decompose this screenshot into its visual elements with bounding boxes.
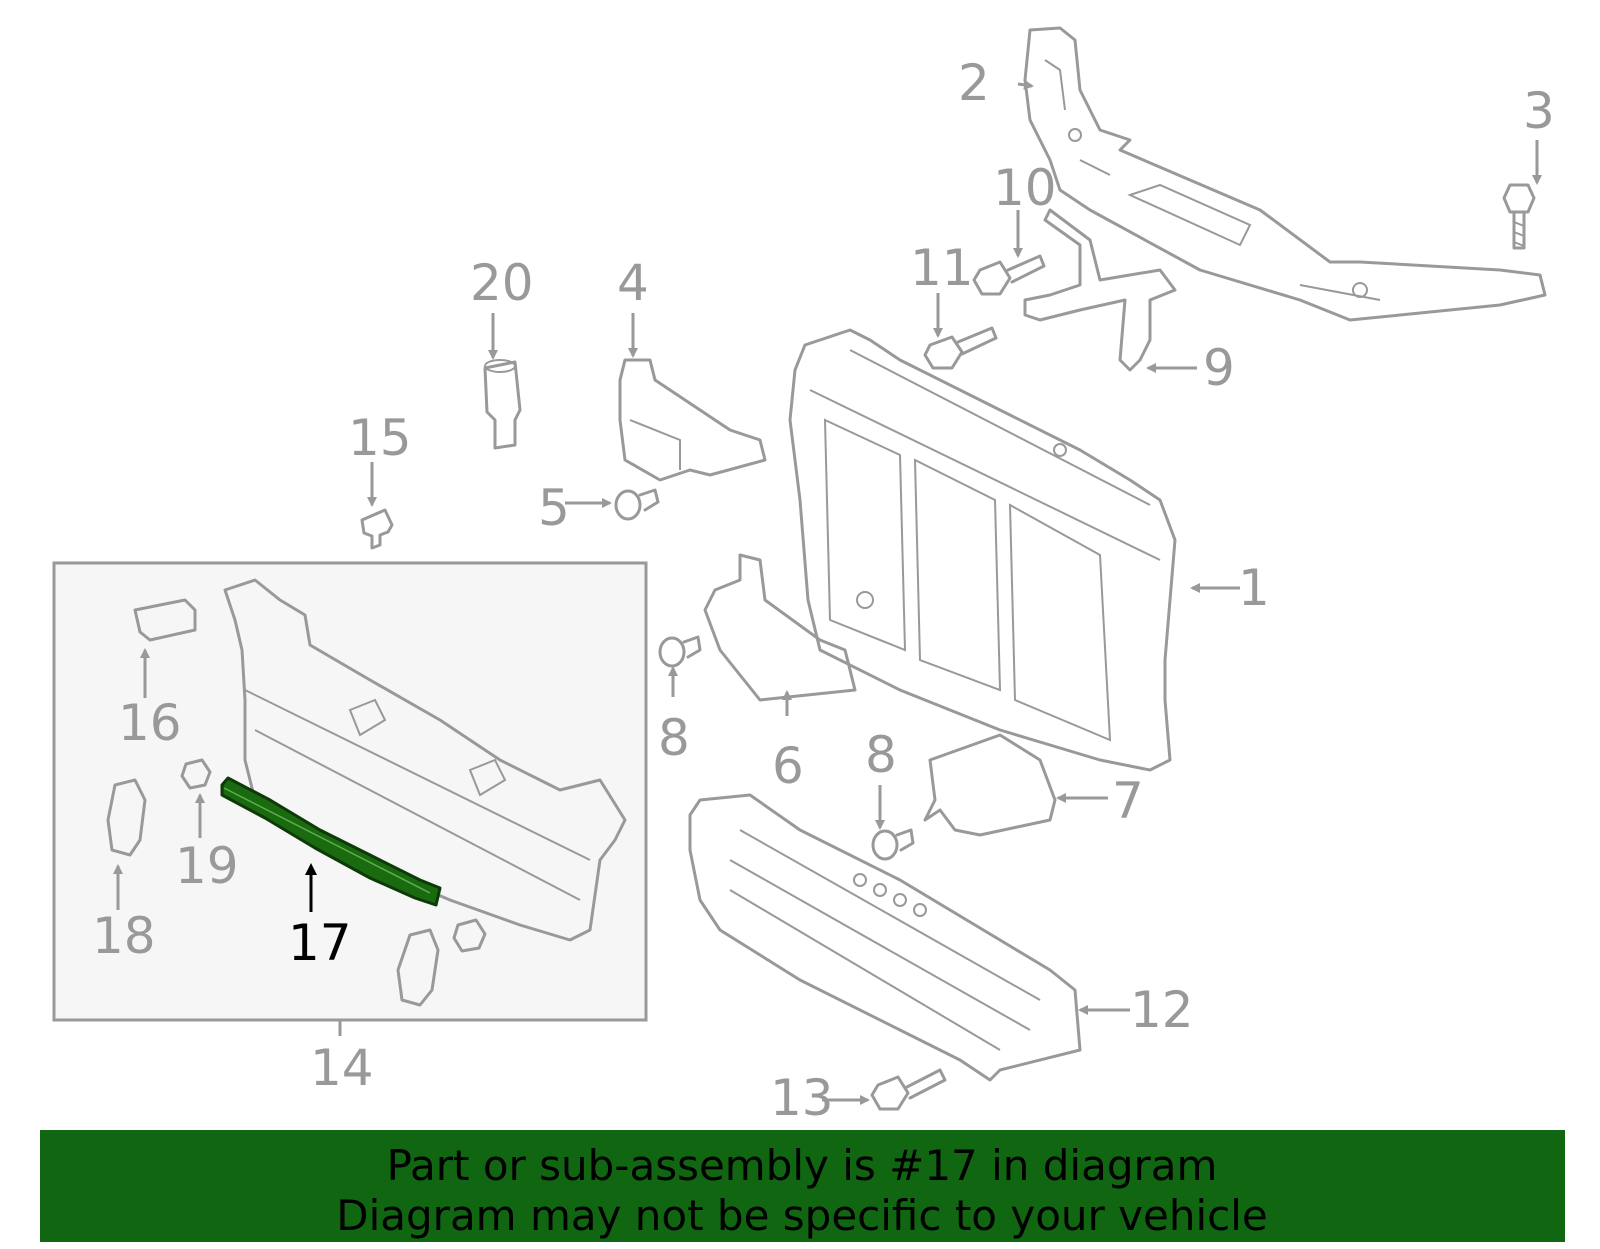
callout-1: 1 — [1238, 559, 1270, 617]
callout-12: 12 — [1130, 981, 1194, 1039]
air-guide-part-6 — [703, 553, 857, 702]
callout-7: 7 — [1112, 772, 1144, 830]
bumper-reinforcement-part-14 — [223, 578, 627, 942]
nut-part-19 — [180, 758, 487, 953]
bracket-part-9 — [1023, 208, 1177, 372]
clip-part-15 — [360, 508, 394, 550]
clip-part-8-lower — [871, 828, 915, 861]
callout-labels: 1 2 3 4 5 6 7 8 8 9 10 11 12 13 14 15 16… — [92, 54, 1555, 1127]
bracket-part-16 — [133, 598, 197, 642]
callout-4: 4 — [617, 254, 649, 312]
callout-6: 6 — [772, 737, 804, 795]
bracket-part-18-left — [106, 778, 147, 857]
air-guide-part-7 — [923, 733, 1057, 837]
callout-3: 3 — [1523, 82, 1555, 140]
clip-part-5 — [614, 488, 660, 521]
callout-2: 2 — [958, 54, 990, 112]
callout-18: 18 — [92, 907, 156, 965]
callout-16: 16 — [118, 694, 182, 752]
radiator-support-part — [788, 328, 1177, 772]
sensor-part-20 — [483, 359, 522, 450]
callout-10: 10 — [993, 159, 1057, 217]
callout-8-upper: 8 — [658, 709, 690, 767]
callout-9: 9 — [1203, 339, 1235, 397]
info-banner: Part or sub-assembly is #17 in diagram D… — [40, 1130, 1565, 1242]
callout-11: 11 — [910, 239, 974, 297]
bolt-part-3 — [1502, 183, 1536, 250]
callout-17: 17 — [288, 914, 352, 972]
callout-19: 19 — [175, 837, 239, 895]
callout-20: 20 — [470, 254, 534, 312]
callout-14: 14 — [310, 1039, 374, 1097]
bracket-part-18-right — [396, 928, 440, 1007]
banner-line-1: Part or sub-assembly is #17 in diagram — [387, 1141, 1218, 1190]
grille-shutter-part-12 — [688, 793, 1082, 1082]
callout-13: 13 — [770, 1069, 834, 1127]
leader-arrows — [113, 79, 1542, 1105]
bracket-part-4 — [618, 358, 767, 482]
callout-8-lower: 8 — [865, 726, 897, 784]
callout-5: 5 — [538, 479, 570, 537]
highlighted-part-17[interactable] — [220, 776, 442, 907]
bolt-part-11 — [923, 254, 1046, 370]
callout-15: 15 — [348, 409, 412, 467]
clip-part-8-upper — [658, 635, 702, 668]
bolt-part-13 — [870, 1068, 947, 1111]
upper-tie-bar-part — [1023, 26, 1547, 322]
banner-line-2: Diagram may not be specific to your vehi… — [336, 1191, 1267, 1240]
